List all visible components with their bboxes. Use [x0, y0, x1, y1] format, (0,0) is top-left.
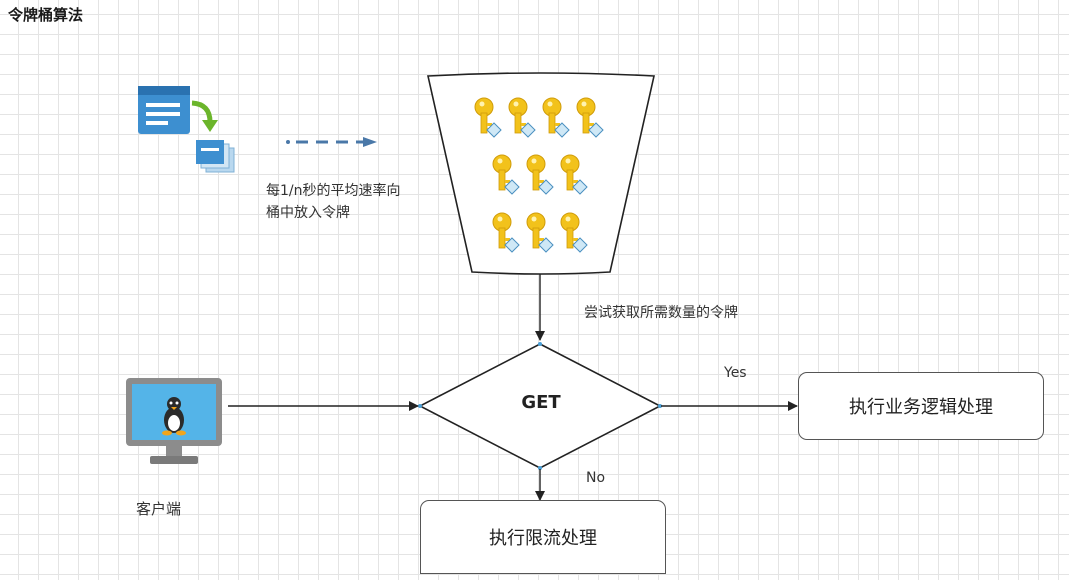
token-rate-note-line2: 桶中放入令牌: [266, 205, 350, 221]
page-title: 令牌桶算法: [8, 6, 84, 24]
rate-limit-label: 执行限流处理: [489, 528, 597, 549]
yes-label: Yes: [724, 365, 747, 381]
green-curved-arrow-icon: [191, 100, 218, 132]
linux-client-icon: [126, 378, 222, 464]
token-flow-dashed-arrow: [286, 137, 377, 147]
rate-limit-box[interactable]: 执行限流处理: [420, 500, 666, 574]
token-rate-note: 每1/n秒的平均速率向 桶中放入令牌: [266, 180, 456, 224]
document-icon: [138, 86, 190, 134]
client-label: 客户端: [136, 500, 182, 518]
no-label: No: [586, 470, 606, 486]
stacked-pages-icon: [196, 140, 235, 173]
business-logic-label: 执行业务逻辑处理: [849, 397, 993, 418]
get-decision-label: GET: [521, 392, 561, 413]
business-logic-box[interactable]: 执行业务逻辑处理: [798, 372, 1044, 440]
token-rate-note-line1: 每1/n秒的平均速率向: [266, 183, 401, 199]
acquire-token-label: 尝试获取所需数量的令牌: [584, 305, 738, 321]
